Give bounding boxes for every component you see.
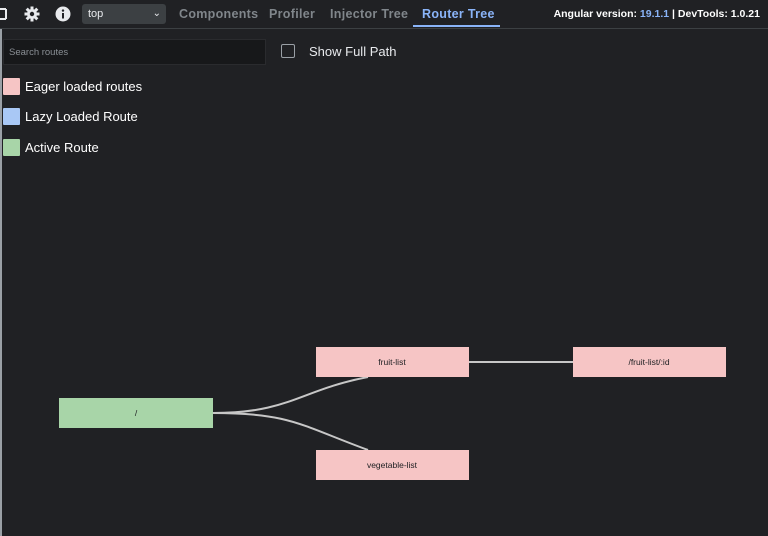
search-routes-input[interactable] [3, 39, 266, 65]
route-label-fruit-list: fruit-list [378, 357, 406, 367]
devtools-toolbar: top ⌄ Components Profiler Injector Tree … [0, 0, 768, 29]
legend-swatch-eager [3, 78, 20, 95]
route-node-root[interactable]: / [59, 398, 213, 428]
version-prefix: Angular version: [553, 8, 640, 20]
legend-label-active: Active Route [25, 140, 99, 155]
legend-swatch-active [3, 139, 20, 156]
route-label-fruit-detail: /fruit-list/:id [628, 357, 669, 367]
inspect-icon[interactable] [0, 6, 10, 22]
show-full-path-label: Show Full Path [309, 44, 397, 59]
show-full-path-checkbox[interactable] [281, 44, 295, 58]
tab-injector-tree[interactable]: Injector Tree [330, 7, 409, 21]
legend-swatch-lazy [3, 108, 20, 125]
route-label-root: / [135, 408, 138, 418]
route-node-vegetable-list[interactable]: vegetable-list [316, 450, 469, 480]
frame-select[interactable]: top ⌄ [82, 4, 166, 24]
angular-version: 19.1.1 [639, 8, 670, 20]
active-tab-indicator [413, 25, 500, 27]
version-info: Angular version: 19.1.1 | DevTools: 1.0.… [554, 0, 760, 28]
panel-left-border [0, 0, 2, 536]
route-node-fruit-list[interactable]: fruit-list [316, 347, 469, 377]
tab-components[interactable]: Components [179, 7, 259, 21]
frame-select-value: top [88, 8, 104, 20]
legend-label-eager: Eager loaded routes [25, 79, 143, 94]
tab-router-tree[interactable]: Router Tree [422, 7, 495, 21]
route-node-fruit-detail[interactable]: /fruit-list/:id [573, 347, 726, 377]
settings-gear-icon[interactable] [24, 6, 40, 22]
version-separator: | DevTools: [669, 8, 731, 20]
chevron-down-icon: ⌄ [152, 8, 161, 19]
devtools-version: 1.0.21 [730, 8, 760, 20]
tab-profiler[interactable]: Profiler [269, 7, 316, 21]
edge-root-fruit-list [212, 376, 369, 414]
info-icon[interactable] [55, 6, 71, 22]
route-label-vegetable-list: vegetable-list [367, 460, 418, 470]
edge-root-vegetable-list [212, 412, 369, 451]
legend-label-lazy: Lazy Loaded Route [25, 109, 138, 124]
